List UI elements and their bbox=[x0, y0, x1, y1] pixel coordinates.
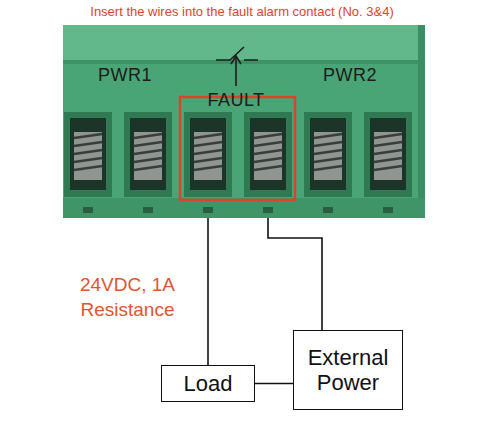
slot-frame bbox=[304, 112, 352, 197]
symbol-arrow-head bbox=[231, 56, 241, 64]
spring-lines bbox=[134, 134, 162, 170]
slot-notch bbox=[203, 207, 213, 213]
terminal-slot bbox=[304, 112, 352, 213]
wire bbox=[255, 383, 293, 385]
terminal-label: PWR1 bbox=[98, 65, 152, 86]
slot-notch bbox=[383, 207, 393, 213]
box-label: Load bbox=[184, 371, 233, 396]
box-label: External Power bbox=[294, 345, 402, 395]
slot-opening bbox=[370, 118, 406, 190]
spring-lines bbox=[194, 134, 222, 170]
slot-spring bbox=[314, 132, 342, 180]
slot-spring bbox=[194, 132, 222, 180]
spring-lines bbox=[314, 134, 342, 170]
wire bbox=[207, 218, 209, 365]
slot-notch bbox=[143, 207, 153, 213]
terminal-slot bbox=[184, 112, 232, 213]
block-body bbox=[63, 25, 425, 218]
load-box: Load bbox=[161, 365, 255, 402]
slot-notch bbox=[83, 207, 93, 213]
highlight-box bbox=[180, 97, 295, 200]
terminal-label: PWR2 bbox=[323, 65, 377, 86]
terminal-slot bbox=[364, 112, 412, 213]
terminal-block: PWR1FAULT PWR2 bbox=[63, 25, 425, 218]
slot-frame bbox=[184, 112, 232, 197]
rating-note: 24VDC, 1A Resistance bbox=[70, 272, 185, 322]
slot-spring bbox=[134, 132, 162, 180]
terminal-slot bbox=[64, 112, 112, 213]
slot-frame bbox=[364, 112, 412, 197]
slot-opening bbox=[190, 118, 226, 190]
slot-frame bbox=[124, 112, 172, 197]
slot-opening bbox=[310, 118, 346, 190]
terminal-slot bbox=[124, 112, 172, 213]
slot-spring bbox=[254, 132, 282, 180]
slot-frame bbox=[64, 112, 112, 197]
spring-lines bbox=[374, 134, 402, 170]
spring-lines bbox=[74, 134, 102, 170]
power-box: External Power bbox=[293, 330, 403, 410]
slot-opening bbox=[70, 118, 106, 190]
terminal-slot bbox=[244, 112, 292, 213]
spring-lines bbox=[254, 134, 282, 170]
block-top-face bbox=[63, 25, 425, 63]
contact-symbol bbox=[216, 47, 258, 86]
slot-notch bbox=[263, 207, 273, 213]
slot-opening bbox=[130, 118, 166, 190]
slot-spring bbox=[74, 132, 102, 180]
slot-frame bbox=[244, 112, 292, 197]
block-side bbox=[418, 25, 425, 218]
terminal-slots bbox=[64, 112, 412, 213]
wire bbox=[268, 218, 322, 330]
terminal-label: FAULT bbox=[207, 90, 264, 111]
heading: Insert the wires into the fault alarm co… bbox=[0, 4, 484, 19]
slot-spring bbox=[374, 132, 402, 180]
slot-opening bbox=[250, 118, 286, 190]
symbol-arrow-shaft bbox=[235, 58, 237, 86]
slot-notch bbox=[323, 207, 333, 213]
